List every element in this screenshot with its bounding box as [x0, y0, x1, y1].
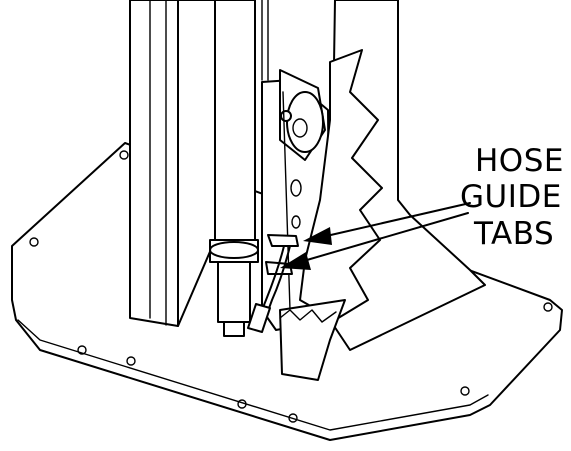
cutaway-cover [279, 0, 486, 381]
leader-arrow-lower [299, 212, 469, 263]
mount-hole [543, 302, 553, 312]
hose-guide-tabs [247, 234, 299, 333]
upper-hose-guide-tab [267, 234, 299, 247]
mount-hole [29, 237, 39, 247]
leader-arrow-upper [321, 202, 471, 238]
hydraulic-cylinder [209, 0, 269, 337]
mount-hole [288, 413, 298, 423]
mount-hole [237, 399, 247, 409]
mount-hole [119, 150, 129, 160]
callout-leaders [280, 202, 471, 270]
callout-line-tabs: TABS [473, 216, 554, 252]
post-column [129, 0, 216, 327]
mount-hole [126, 356, 136, 366]
callout-label: HOSE GUIDE TABS [460, 143, 564, 252]
arrowhead-icon [280, 252, 311, 270]
hose-fitting [247, 303, 271, 333]
callout-line-guide: GUIDE [460, 179, 562, 215]
arrowhead-icon [303, 227, 332, 245]
mount-hole [77, 345, 87, 355]
mount-hole [460, 386, 470, 396]
callout-line-hose: HOSE [475, 143, 564, 179]
